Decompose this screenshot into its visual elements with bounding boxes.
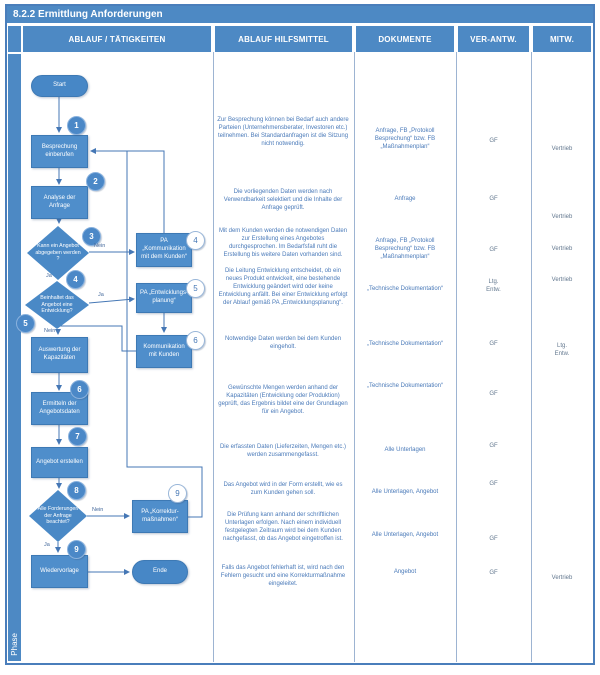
flow-start-node: Start bbox=[31, 75, 88, 97]
flow-step-wiedervorlage: Wiedervorlage bbox=[31, 555, 88, 588]
hilfsmittel-note-5: Notwendige Daten werden bei dem Kunden e… bbox=[224, 336, 342, 350]
column-header-dokumente: DOKUMENTE bbox=[356, 26, 454, 52]
column-divider bbox=[213, 52, 214, 662]
verantwortlich-9: GF bbox=[489, 536, 498, 542]
step-number-badge-9: 9 bbox=[67, 540, 86, 559]
hilfsmittel-note-8: Das Angebot wird in der Form erstellt, w… bbox=[223, 482, 343, 496]
verantwortlich-8: GF bbox=[489, 481, 498, 487]
page-title: 8.2.2 Ermittlung Anforderungen bbox=[7, 6, 593, 23]
verantwortlich-4: Ltg. Entw. bbox=[486, 279, 501, 293]
dokument-8: Alle Unterlagen, Angebot bbox=[371, 489, 439, 495]
table-border bbox=[5, 4, 595, 665]
step-number-badge-2: 2 bbox=[86, 172, 105, 191]
dokument-10: Angebot bbox=[393, 569, 417, 575]
mitwirkung-3: Vertrieb bbox=[551, 246, 573, 252]
mitwirkung-1: Vertrieb bbox=[551, 146, 573, 152]
verantwortlich-7: GF bbox=[489, 443, 498, 449]
dokument-4: „Technische Dokumentation“ bbox=[366, 286, 444, 292]
verantwortlich-5: GF bbox=[489, 341, 498, 347]
branch-label-ja: Ja bbox=[44, 542, 50, 548]
dokument-3: Anfrage, FB „Protokoll Besprechung“ bzw.… bbox=[374, 238, 436, 260]
phase-strip: Phase bbox=[8, 54, 21, 661]
flow-step-pa-entwicklungsplanung: PA „Entwicklungs- planung“ bbox=[136, 283, 192, 313]
flow-step-ermitteln-angebotsdaten: Ermitteln der Angebotsdaten bbox=[31, 392, 88, 425]
verantwortlich-1: GF bbox=[489, 138, 498, 144]
flow-end-node: Ende bbox=[132, 560, 188, 584]
flow-step-kommunikation-mit-kunden: Kommunikation mit Kunden bbox=[136, 335, 192, 368]
side-number-badge-4: 4 bbox=[186, 231, 205, 250]
branch-label-nein: Nein bbox=[44, 328, 56, 334]
branch-label-ja: Ja bbox=[98, 292, 104, 298]
dokument-5: „Technische Dokumentation“ bbox=[366, 341, 444, 347]
column-header-ver-antw: VER-ANTW. bbox=[458, 26, 529, 52]
hilfsmittel-note-2: Die vorliegenden Daten werden nach Verwe… bbox=[223, 189, 343, 211]
side-number-badge-9: 9 bbox=[168, 484, 187, 503]
step-number-badge-8: 8 bbox=[67, 481, 86, 500]
verantwortlich-10: GF bbox=[489, 570, 498, 576]
verantwortlich-3: GF bbox=[489, 247, 498, 253]
flow-step-analyse-der-anfrage: Analyse der Anfrage bbox=[31, 186, 88, 219]
hilfsmittel-note-1: Zur Besprechung können bei Bedarf auch a… bbox=[217, 117, 349, 147]
hilfsmittel-note-4: Die Leitung Entwicklung entscheidet, ob … bbox=[218, 268, 348, 306]
branch-label-nein: Nein bbox=[94, 243, 106, 249]
hilfsmittel-note-3: Mit dem Kunden werden die notwendigen Da… bbox=[218, 228, 348, 258]
step-number-badge-4: 4 bbox=[66, 270, 85, 289]
flow-step-besprechung-einberufen: Besprechung einberufen bbox=[31, 135, 88, 168]
flow-step-auswertung-kapazitaeten: Auswertung der Kapazitäten bbox=[31, 337, 88, 373]
step-number-badge-6: 6 bbox=[70, 380, 89, 399]
dokument-9: Alle Unterlagen, Angebot bbox=[371, 532, 439, 538]
dokument-2: Anfrage bbox=[394, 196, 416, 202]
flow-step-angebot-erstellen: Angebot erstellen bbox=[31, 447, 88, 478]
hilfsmittel-note-9: Die Prüfung kann anhand der schriftliche… bbox=[223, 512, 343, 542]
hilfsmittel-note-7: Die erfassten Daten (Lieferzeiten, Menge… bbox=[219, 444, 347, 458]
column-header-ablauf-taetigkeiten: ABLAUF / TÄTIGKEITEN bbox=[23, 26, 211, 52]
column-divider bbox=[531, 52, 532, 662]
branch-label-ja: Ja bbox=[46, 273, 52, 279]
branch-label-nein: Nein bbox=[92, 507, 104, 513]
mitwirkung-5: Ltg. Entw. bbox=[554, 343, 570, 357]
mitwirkung-4: Vertrieb bbox=[551, 277, 573, 283]
side-number-badge-5: 5 bbox=[186, 279, 205, 298]
step-number-badge-7: 7 bbox=[68, 427, 87, 446]
column-divider bbox=[354, 52, 355, 662]
dokument-6: „Technische Dokumentation“ bbox=[366, 383, 444, 389]
step-number-badge-5: 5 bbox=[16, 314, 35, 333]
dokument-7: Alle Unterlagen bbox=[384, 447, 426, 453]
column-header-ablauf-hilfsmittel: ABLAUF HILFSMITTEL bbox=[215, 26, 352, 52]
column-header-mitw: MITW. bbox=[533, 26, 591, 52]
phase-header-cell bbox=[8, 26, 21, 52]
flow-step-pa-kommunikation-kunden: PA „Kommunikation mit dem Kunden“ bbox=[136, 233, 192, 267]
dokument-1: Anfrage, FB „Protokoll Besprechung“ bzw.… bbox=[374, 128, 436, 150]
side-number-badge-6: 6 bbox=[186, 331, 205, 350]
verantwortlich-2: GF bbox=[489, 196, 498, 202]
flow-step-pa-korrekturmassnahmen: PA „Korrektur- maßnahmen“ bbox=[132, 500, 188, 533]
verantwortlich-6: GF bbox=[489, 391, 498, 397]
column-divider bbox=[456, 52, 457, 662]
hilfsmittel-note-10: Falls das Angebot fehlerhaft ist, wird n… bbox=[220, 565, 346, 587]
phase-label: Phase bbox=[10, 633, 19, 656]
mitwirkung-6: Vertrieb bbox=[551, 575, 573, 581]
mitwirkung-2: Vertrieb bbox=[551, 214, 573, 220]
hilfsmittel-note-6: Gewünschte Mengen werden anhand der Kapa… bbox=[218, 385, 348, 415]
step-number-badge-1: 1 bbox=[67, 116, 86, 135]
step-number-badge-3: 3 bbox=[82, 227, 101, 246]
